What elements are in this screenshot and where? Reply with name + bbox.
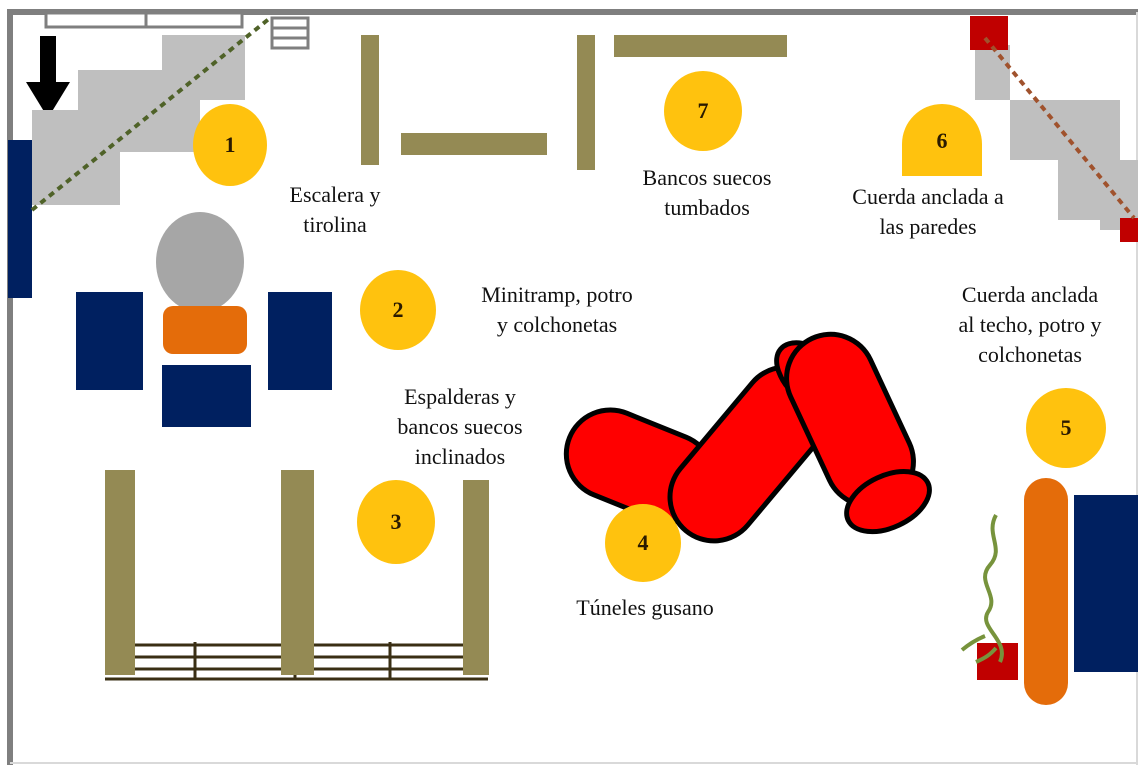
label-line: inclinados [414,444,506,469]
station-number-6: 6 [902,104,982,176]
station-number-3: 3 [357,480,435,564]
staircase-1 [32,35,245,205]
label-line: colchonetas [978,342,1082,367]
pommel-horse-5 [1024,478,1068,705]
station-number-1: 1 [193,104,267,186]
station-label-1: Escalera y tirolina [270,180,400,240]
rope-anchor-ceiling [977,643,1018,680]
label-line: Túneles gusano [576,595,714,620]
bench-inclined-3 [463,480,489,675]
gym-wall [7,9,1138,765]
bench-inclined-1 [105,470,135,675]
station-number-5: 5 [1026,388,1106,468]
label-line: y colchonetas [496,312,618,337]
station-label-5: Cuerda anclada al techo, potro y colchon… [930,280,1130,370]
label-line: tumbados [664,195,750,220]
station-number-7: 7 [664,71,742,151]
zipline [30,16,272,212]
step-6c [1058,100,1120,160]
mat-2-bottom [162,365,251,427]
step-6d [1100,160,1138,218]
rope-anchor-bottom [1120,218,1138,242]
mat-2-right [268,292,332,390]
staircase-6-fill [975,45,1010,100]
label-line: Escalera y [289,182,381,207]
label-line: al techo, potro y [958,312,1102,337]
rope-icon-wall [983,36,1136,220]
entrance-arrow-icon [26,36,70,118]
station-label-2: Minitramp, potro y colchonetas [452,280,662,340]
wall-mat [8,140,32,298]
minitramp [156,212,244,312]
tunnel-icon [563,331,932,544]
station-label-6: Cuerda anclada a las paredes [828,182,1028,242]
station-label-3: Espalderas y bancos suecos inclinados [370,382,550,472]
mat-2-left [76,292,143,390]
bench-inclined-2 [281,470,314,675]
top-door-frame [44,11,244,29]
stairs-icon [270,16,310,50]
bench-horizontal-1 [401,133,547,155]
label-line: Espalderas y [404,384,516,409]
label-line: tirolina [303,212,367,237]
label-line: Minitramp, potro [481,282,633,307]
step-6a [1010,100,1060,160]
station-number-4: 4 [605,504,681,582]
bench-horizontal-2 [614,35,787,57]
station-number-2: 2 [360,270,436,350]
pommel-horse-2 [163,306,247,354]
station-label-4: Túneles gusano [550,593,740,623]
bench-vertical-2 [577,35,595,170]
bench-vertical-1 [361,35,379,165]
label-line: Cuerda anclada [961,282,1099,307]
station-label-7: Bancos suecos tumbados [622,163,792,223]
label-line: las paredes [879,214,977,239]
rope-anchor-top [970,16,1008,50]
label-line: Cuerda anclada a [852,184,1004,209]
rope-icon-ceiling [960,514,1004,664]
mat-5 [1074,495,1138,672]
label-line: Bancos suecos [642,165,772,190]
label-line: bancos suecos [397,414,523,439]
